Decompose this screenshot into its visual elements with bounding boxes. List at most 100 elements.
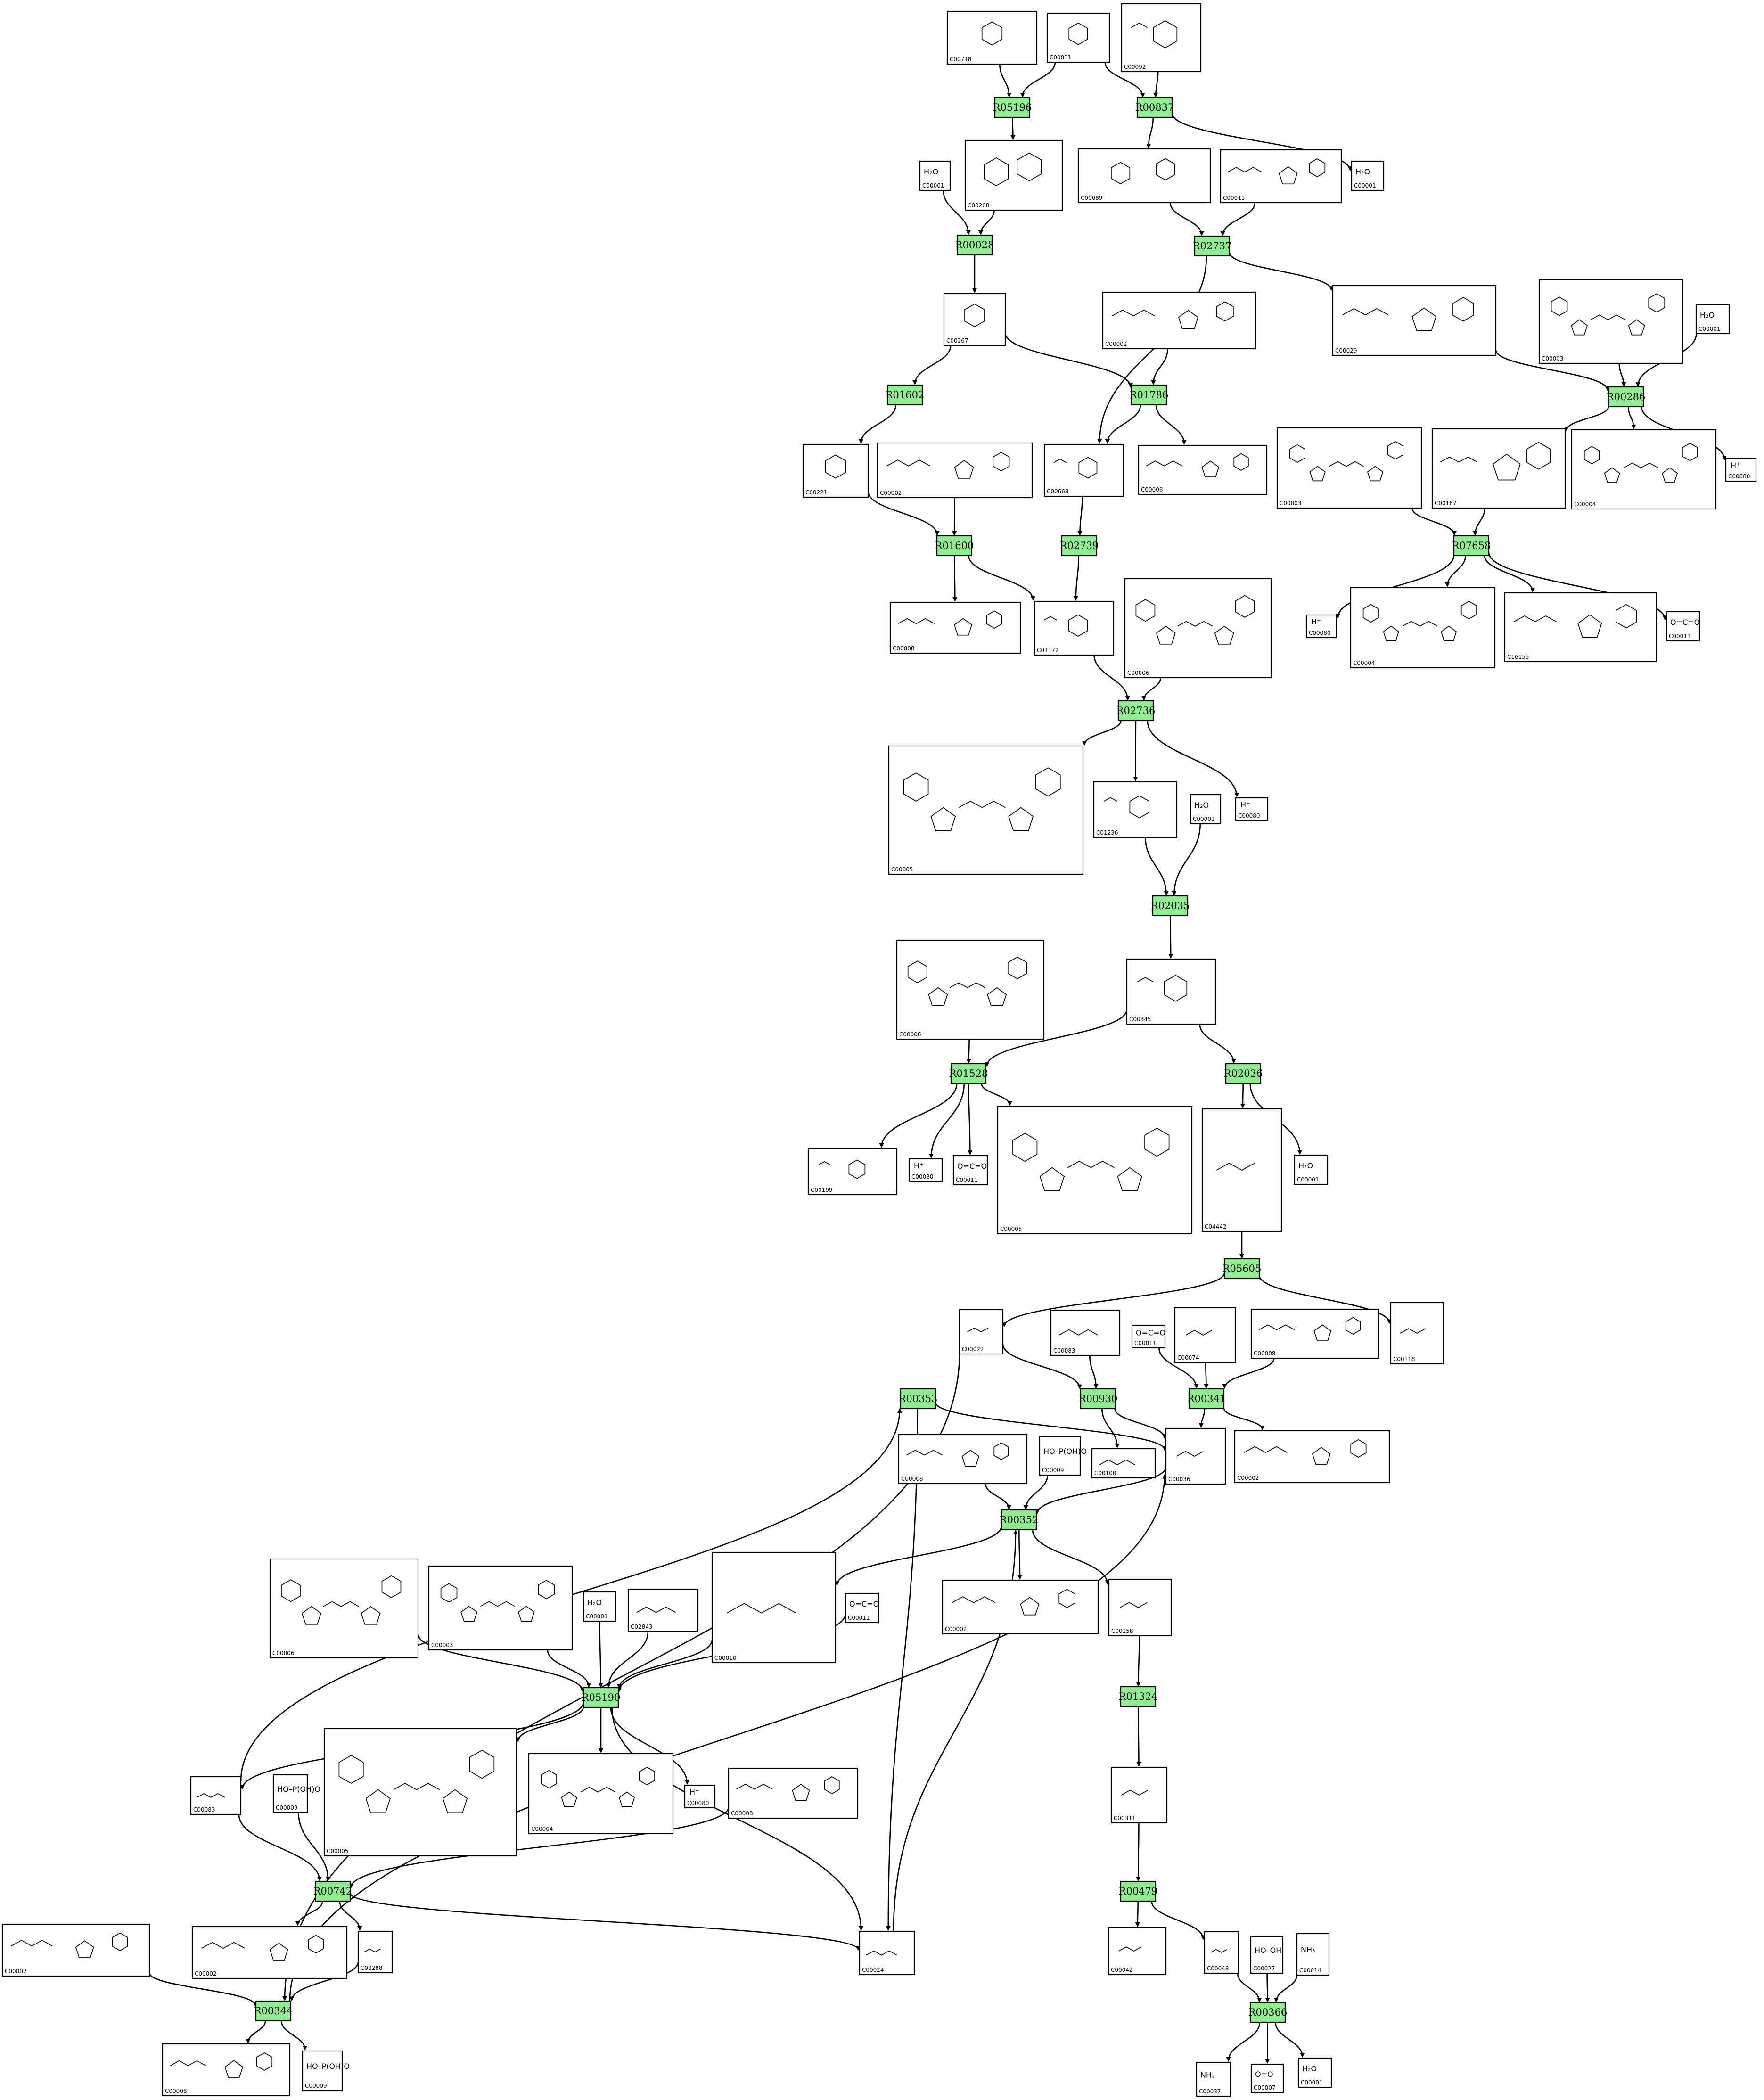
compound-c00004[interactable]: C00004	[1571, 429, 1717, 510]
compound-c00083[interactable]: C00083	[190, 1776, 242, 1815]
reaction-r00837[interactable]: R00837	[1135, 97, 1174, 118]
compound-c01172[interactable]: C01172	[1034, 600, 1115, 656]
compound-c00048[interactable]: C00048	[1204, 1931, 1239, 1974]
reaction-r01324[interactable]: R01324	[1119, 1686, 1158, 1707]
reaction-r00341[interactable]: R00341	[1187, 1388, 1226, 1410]
compound-c00092[interactable]: C00092	[1121, 3, 1202, 73]
compound-c00167[interactable]: C00167	[1431, 428, 1566, 509]
reaction-r02035[interactable]: R02035	[1151, 895, 1190, 917]
compound-c00668[interactable]: C00668	[1043, 443, 1124, 497]
compound-c00118[interactable]: C00118	[1390, 1302, 1444, 1365]
reaction-r07658[interactable]: R07658	[1452, 535, 1491, 557]
compound-c00006[interactable]: C00006	[896, 939, 1045, 1040]
compound-c00288[interactable]: C00288	[357, 1930, 393, 1974]
compound-c00005[interactable]: C00005	[997, 1106, 1193, 1235]
compound-c00208[interactable]: C00208	[964, 139, 1063, 211]
compound-c00036[interactable]: C00036	[1165, 1427, 1226, 1485]
compound-c00004[interactable]: C00004	[1350, 587, 1496, 669]
compound-c00029[interactable]: C00029	[1332, 285, 1497, 356]
compound-c00004[interactable]: C00004	[528, 1753, 674, 1835]
reaction-r05605[interactable]: R05605	[1222, 1258, 1262, 1280]
compound-c00002[interactable]: C00002	[191, 1926, 348, 1979]
reaction-r01786[interactable]: R01786	[1130, 384, 1169, 406]
reaction-r01600[interactable]: R01600	[935, 535, 974, 557]
reaction-r00366[interactable]: R00366	[1248, 2002, 1288, 2023]
compound-c00158[interactable]: C00158	[1108, 1578, 1172, 1637]
compound-c00689[interactable]: C00689	[1077, 148, 1211, 204]
reaction-r00028[interactable]: R00028	[955, 234, 994, 256]
compound-c00002[interactable]: C00002	[877, 442, 1033, 499]
reaction-r02739[interactable]: R02739	[1060, 535, 1099, 557]
compound-c00003[interactable]: C00003	[1538, 279, 1683, 364]
reaction-r05196[interactable]: R05196	[993, 97, 1032, 118]
compound-c00002[interactable]: C00002	[1102, 291, 1256, 350]
reaction-r02737[interactable]: R02737	[1193, 235, 1232, 257]
compound-c02843[interactable]: C02843	[627, 1588, 699, 1632]
reaction-r01602[interactable]: R01602	[886, 384, 925, 406]
compound-c00042[interactable]: C00042	[1108, 1927, 1167, 1976]
reaction-r00352[interactable]: R00352	[1000, 1509, 1039, 1531]
compound-c00002[interactable]: C00002	[942, 1579, 1099, 1635]
compound-c00024[interactable]: C00024	[859, 1930, 915, 1976]
compound-c00008[interactable]: C00008	[162, 2043, 291, 2097]
compound-c00022[interactable]: C00022	[959, 1309, 1004, 1355]
compound-c00010[interactable]: C00010	[711, 1551, 837, 1664]
compound-c00005[interactable]: C00005	[888, 745, 1084, 875]
reaction-r00344[interactable]: R00344	[254, 2000, 293, 2022]
reaction-r05190[interactable]: R05190	[582, 1687, 621, 1708]
compound-c16155[interactable]: C16155	[1504, 592, 1657, 663]
compound-c00015[interactable]: C00015	[1220, 149, 1342, 204]
compound-c04442[interactable]: C04442	[1201, 1108, 1282, 1232]
compound-c00074[interactable]: C00074	[1174, 1307, 1236, 1363]
compound-c00002[interactable]: C00002	[1, 1923, 150, 1977]
reaction-r00479[interactable]: R00479	[1119, 1880, 1158, 1902]
compound-c00003[interactable]: C00003	[428, 1565, 573, 1651]
compound-c01236[interactable]: C01236	[1093, 781, 1178, 838]
reaction-r02036[interactable]: R02036	[1224, 1063, 1263, 1084]
compound-c00008[interactable]: C00008	[898, 1434, 1028, 1485]
compound-c00008[interactable]: C00008	[728, 1767, 859, 1819]
compound-c00008[interactable]: C00008	[1250, 1308, 1379, 1359]
compound-c00267[interactable]: C00267	[943, 293, 1006, 346]
compound-c00345[interactable]: C00345	[1126, 958, 1216, 1025]
compound-c00008[interactable]: C00008	[889, 601, 1021, 654]
compound-c00199[interactable]: C00199	[807, 1148, 898, 1196]
compound-c00008[interactable]: C00008	[1138, 444, 1268, 495]
compound-c00031[interactable]: C00031	[1046, 12, 1110, 63]
compound-c00006[interactable]: C00006	[1124, 578, 1272, 679]
compound-c00005[interactable]: C00005	[323, 1728, 517, 1857]
reaction-r02736[interactable]: R02736	[1116, 700, 1156, 722]
compound-c00006[interactable]: C00006	[269, 1558, 419, 1659]
reaction-r00742[interactable]: R00742	[313, 1880, 353, 1902]
reaction-r01528[interactable]: R01528	[949, 1063, 988, 1084]
compound-c00080[interactable]: H⁺C00080	[1305, 614, 1337, 639]
compound-c00002[interactable]: C00002	[1234, 1430, 1390, 1484]
reaction-r00286[interactable]: R00286	[1607, 386, 1646, 408]
compound-c00080[interactable]: H⁺C00080	[1235, 797, 1269, 821]
compound-c00083[interactable]: C00083	[1050, 1309, 1121, 1356]
reaction-r00930[interactable]: R00930	[1079, 1388, 1118, 1410]
compound-c00221[interactable]: C00221	[802, 443, 869, 498]
compound-c00100[interactable]: C00100	[1091, 1448, 1156, 1479]
compound-c00080[interactable]: H⁺C00080	[1725, 458, 1757, 482]
compound-c00080[interactable]: H⁺C00080	[684, 1784, 716, 1809]
compound-c00080[interactable]: H⁺C00080	[908, 1158, 943, 1182]
